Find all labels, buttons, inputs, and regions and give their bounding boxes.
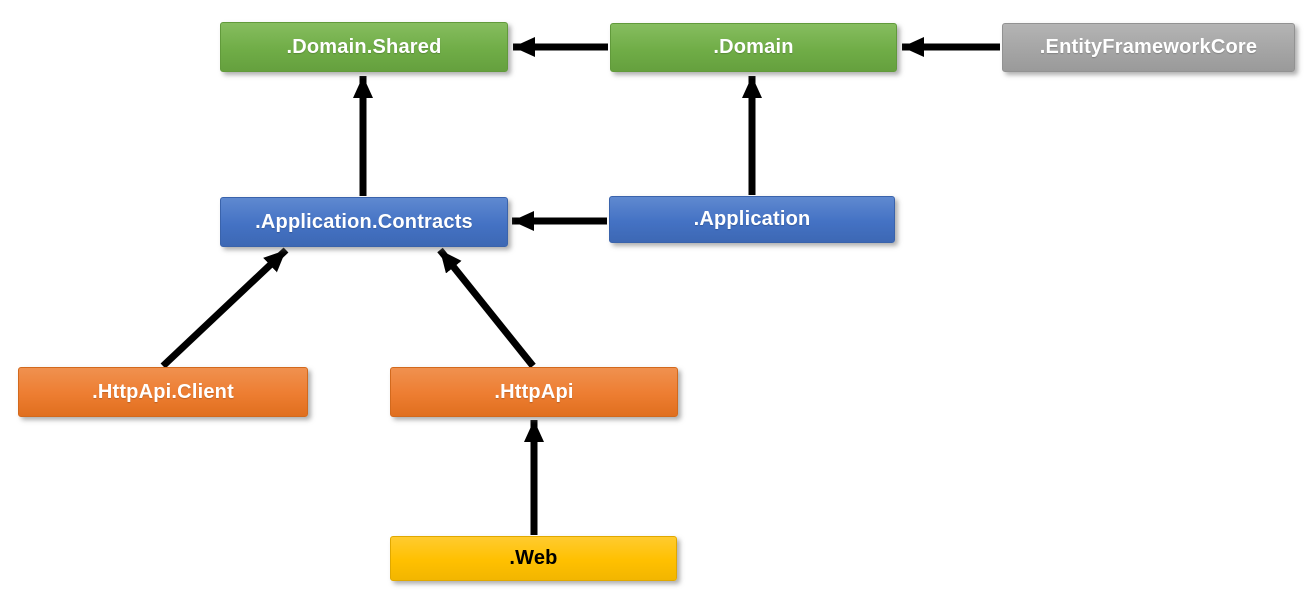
node-domain-label: .Domain <box>713 36 794 58</box>
node-application-label: .Application <box>693 208 811 230</box>
node-httpapi: .HttpApi <box>390 367 678 417</box>
node-domain-shared: .Domain.Shared <box>220 22 508 72</box>
arrow-httpapi-to-application-contracts <box>437 247 536 369</box>
arrow-httpapi-client-to-application-contracts <box>160 247 289 369</box>
node-web-label: .Web <box>509 547 558 569</box>
node-httpapi-client: .HttpApi.Client <box>18 367 308 417</box>
node-entity-framework-core-label: .EntityFrameworkCore <box>1039 36 1258 58</box>
node-domain-shared-label: .Domain.Shared <box>286 35 442 58</box>
node-application: .Application <box>609 196 895 243</box>
node-application-contracts-label: .Application.Contracts <box>255 210 473 233</box>
node-domain: .Domain <box>610 23 897 72</box>
node-web: .Web <box>390 536 677 581</box>
node-httpapi-client-label: .HttpApi.Client <box>92 380 234 403</box>
node-httpapi-label: .HttpApi <box>494 380 574 403</box>
node-entity-framework-core: .EntityFrameworkCore <box>1002 23 1295 72</box>
node-application-contracts: .Application.Contracts <box>220 197 508 247</box>
